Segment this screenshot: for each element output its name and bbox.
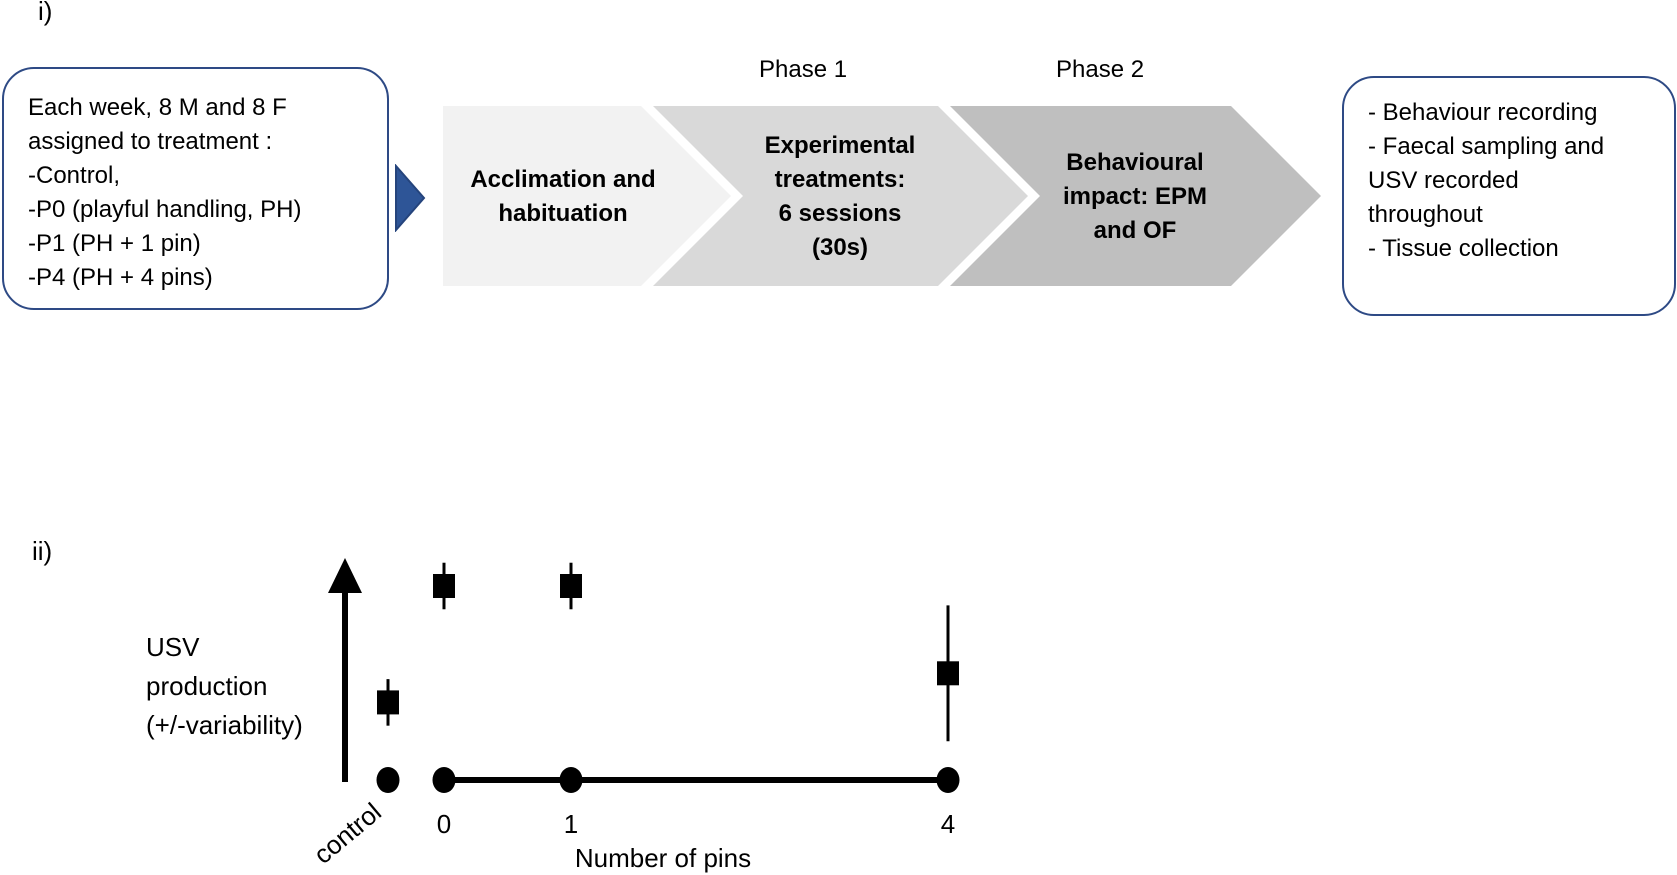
tick-label-0: 0 (437, 809, 451, 839)
input-line: Each week, 8 M and 8 F (28, 94, 287, 121)
behavioural-stage-text: Behavioural impact: EPM and OF (1062, 148, 1208, 244)
input-line: -Control, (28, 162, 121, 189)
pointer-arrowhead (395, 164, 426, 232)
y-axis-arrowhead (328, 558, 362, 593)
treatment-assignment-box: Each week, 8 M and 8 F assigned to treat… (2, 67, 389, 310)
circle-point-control (376, 767, 400, 793)
output-line: - Faecal sampling and (1368, 133, 1605, 160)
input-line: -P0 (playful handling, PH) (28, 196, 302, 223)
y-axis-label: USV production (+/-variability) (146, 632, 303, 740)
circle-point-4 (936, 767, 960, 793)
square-point-4 (937, 661, 959, 686)
circle-point-1 (559, 767, 583, 793)
acclimation-stage-shape (443, 106, 731, 286)
acclimation-stage-text: Acclimation and habituation (470, 165, 656, 227)
output-line: USV recorded (1368, 167, 1519, 194)
experimental-stage-text: Experimental treatments: 6 sessions (30s… (764, 131, 916, 261)
behavioural-stage-shape (950, 106, 1321, 286)
tick-label-control: control (308, 797, 387, 870)
output-line: - Tissue collection (1368, 235, 1559, 262)
phase-2-label: Phase 2 (1056, 56, 1145, 83)
input-line: -P1 (PH + 1 pin) (28, 230, 201, 257)
square-point-0 (433, 574, 455, 598)
outcomes-box: - Behaviour recording - Faecal sampling … (1342, 76, 1676, 316)
tick-label-4: 4 (941, 809, 955, 839)
panel-ii-label: ii) (32, 536, 53, 566)
phase-1-label: Phase 1 (759, 56, 848, 83)
square-point-control (377, 690, 399, 715)
input-line: assigned to treatment : (28, 128, 273, 155)
tick-label-1: 1 (564, 809, 578, 839)
circle-point-0 (432, 767, 456, 793)
input-line: -P4 (PH + 4 pins) (28, 264, 213, 291)
experimental-stage-shape (653, 106, 1028, 286)
stage-chevrons (443, 106, 1321, 286)
panel-i-label: i) (38, 0, 53, 26)
square-point-1 (560, 574, 582, 598)
output-line: - Behaviour recording (1368, 99, 1598, 126)
x-axis-label: Number of pins (575, 843, 751, 873)
output-line: throughout (1368, 201, 1483, 228)
